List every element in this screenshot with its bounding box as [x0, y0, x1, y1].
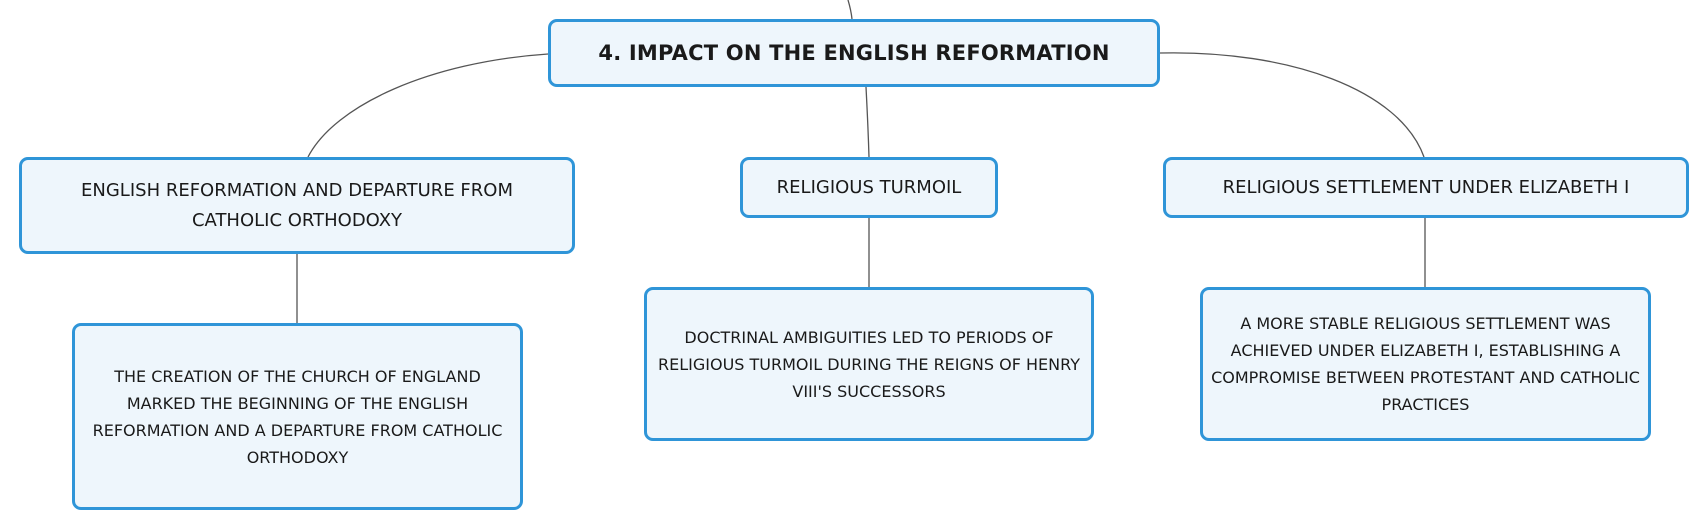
branch-node-elizabethan-settlement[interactable]: RELIGIOUS SETTLEMENT UNDER ELIZABETH I	[1163, 157, 1689, 218]
detail-node-church-of-england[interactable]: THE CREATION OF THE CHURCH OF ENGLAND MA…	[72, 323, 523, 510]
detail-text: DOCTRINAL AMBIGUITIES LED TO PERIODS OF …	[658, 327, 1080, 401]
connector-root-to-left-branch	[307, 53, 549, 158]
connector-root-to-middle-branch	[865, 86, 870, 158]
branch-node-religious-turmoil[interactable]: RELIGIOUS TURMOIL	[740, 157, 998, 218]
detail-text: THE CREATION OF THE CHURCH OF ENGLAND MA…	[92, 366, 503, 467]
detail-text: A MORE STABLE RELIGIOUS SETTLEMENT WAS A…	[1211, 314, 1640, 414]
branch-node-english-reformation[interactable]: ENGLISH REFORMATION AND DEPARTURE FROM C…	[19, 157, 575, 254]
detail-node-doctrinal-ambiguities[interactable]: DOCTRINAL AMBIGUITIES LED TO PERIODS OF …	[644, 287, 1094, 441]
branch-label: ENGLISH REFORMATION AND DEPARTURE FROM C…	[81, 179, 513, 231]
connector-root-to-right-branch	[1159, 52, 1425, 158]
detail-node-stable-settlement[interactable]: A MORE STABLE RELIGIOUS SETTLEMENT WAS A…	[1200, 287, 1651, 441]
branch-label: RELIGIOUS SETTLEMENT UNDER ELIZABETH I	[1222, 176, 1630, 198]
root-topic-label: 4. IMPACT ON THE ENGLISH REFORMATION	[598, 41, 1110, 65]
branch-label: RELIGIOUS TURMOIL	[776, 176, 962, 198]
connector-parent-to-root	[847, 0, 853, 20]
root-topic-node[interactable]: 4. IMPACT ON THE ENGLISH REFORMATION	[548, 19, 1160, 87]
